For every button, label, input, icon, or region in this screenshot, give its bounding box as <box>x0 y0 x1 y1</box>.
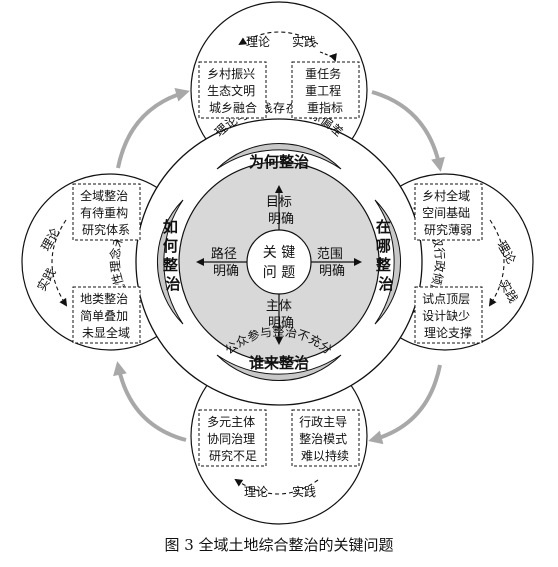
top-box-right <box>291 61 360 119</box>
ring-label-top: 为何整治 <box>249 153 309 171</box>
lens-left <box>156 199 184 325</box>
top-box-left <box>198 61 267 119</box>
cycle-arrow-bottom-right <box>368 364 442 445</box>
center-circle <box>246 229 312 295</box>
inner-label-right: 范围 明确 <box>317 247 347 279</box>
right-box-top <box>414 183 483 241</box>
bottom-box-right-text: 行政主导 整治模式 难以持续 <box>299 415 351 463</box>
left-box-top-text: 全域整治 有待重构 研究体系 <box>80 188 132 237</box>
top-box-right-text: 重任务 重工程 重指标 <box>305 66 345 115</box>
top-box-left-text: 乡村振兴 生态文明 城乡融合 <box>207 67 259 115</box>
right-cycle-arc <box>488 219 505 307</box>
ring-label-left: 如 何 整 治 <box>163 218 183 293</box>
figure-caption: 图 3 全域土地综合整治的关键问题 <box>164 536 394 554</box>
cycle-arrow-bottom-left <box>113 361 187 442</box>
left-box-bottom <box>72 286 141 344</box>
cycle-arrow-top-left <box>116 88 190 169</box>
right-box-bottom <box>414 286 483 344</box>
top-theory-label: 理论 <box>246 35 270 49</box>
lens-bottom <box>216 354 342 382</box>
center-label-2: 问 题 <box>263 265 295 281</box>
bottom-box-right <box>291 409 360 467</box>
bottom-cycle-arc <box>234 478 319 495</box>
right-box-bottom-text: 试点顶层 设计缺少 理论支撑 <box>422 291 474 340</box>
ring-label-bottom: 谁来整治 <box>249 354 309 372</box>
lens-top <box>216 142 342 170</box>
inner-label-bottom: 主体 明确 <box>266 299 296 331</box>
left-box-top <box>72 183 141 241</box>
bottom-practice-label: 实践 <box>292 484 316 499</box>
lens-right <box>374 199 402 325</box>
top-practice-label: 实践 <box>292 34 316 49</box>
inner-label-top: 目标 明确 <box>266 195 296 227</box>
center-label-1: 关 键 <box>263 245 295 261</box>
left-box-bottom-text: 地类整治 简单叠加 未显全域 <box>80 291 132 340</box>
bottom-box-left-text: 多元主体 协同治理 研究不足 <box>207 415 259 463</box>
ring-label-right: 在 哪 整 治 <box>376 218 396 293</box>
right-box-top-text: 乡村全域 空间基础 研究薄弱 <box>422 188 474 237</box>
cycle-arrow-top-right <box>371 90 445 172</box>
top-theory-arc <box>238 31 319 46</box>
bottom-box-left <box>198 409 267 467</box>
top-connector-arc <box>319 51 337 62</box>
inner-label-left: 路径 明确 <box>211 246 241 279</box>
bottom-theory-label: 理论 <box>244 485 268 499</box>
left-cycle-arc <box>51 219 68 307</box>
